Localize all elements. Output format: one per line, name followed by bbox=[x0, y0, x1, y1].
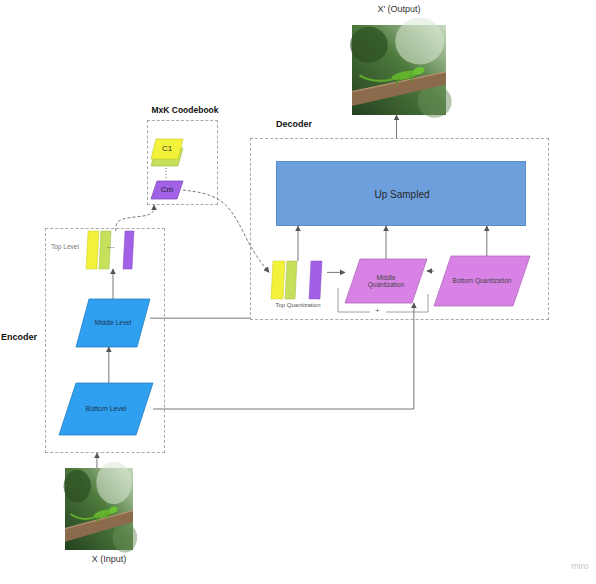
quantization-box: Bottom Quantization bbox=[434, 256, 530, 306]
input-photo bbox=[64, 461, 137, 552]
flow-arrow bbox=[183, 190, 269, 272]
node-label: Middle Level bbox=[90, 299, 136, 347]
codebook-group: C1CmMxK Coodebook bbox=[147, 120, 218, 205]
output-photo bbox=[350, 18, 452, 118]
node-label: Bottom Level bbox=[75, 383, 137, 435]
node-label: C1 bbox=[151, 139, 183, 159]
decoder-group: Up SampledTop Quantization Middle Quantiz… bbox=[250, 138, 549, 320]
flow-arrow bbox=[116, 205, 154, 231]
node-label: Cm bbox=[151, 181, 183, 199]
flow-arrow bbox=[150, 318, 250, 319]
quantization-box: Middle Quantization bbox=[345, 259, 427, 303]
watermark: miro bbox=[571, 561, 589, 571]
feature-level: Middle Level bbox=[76, 299, 150, 347]
node-label: Up Sampled bbox=[277, 162, 527, 227]
node-label: X (Input) bbox=[51, 554, 167, 564]
codeword-box: Cm bbox=[151, 181, 183, 199]
flow-arrow bbox=[386, 226, 387, 259]
flow-arrow bbox=[486, 226, 487, 256]
flow-arrow bbox=[298, 226, 299, 261]
flow-arrow bbox=[108, 347, 109, 383]
flow-arrow bbox=[327, 272, 345, 273]
node-label: Encoder bbox=[1, 332, 45, 342]
codebook-dots bbox=[166, 168, 167, 179]
input-image: X (Input) bbox=[65, 468, 133, 550]
node-label: Decoder bbox=[276, 119, 356, 129]
flow-arrow bbox=[396, 115, 397, 138]
flow-arrow bbox=[96, 453, 97, 468]
sum-sign: + bbox=[375, 306, 380, 315]
node-label: Top Quantization bbox=[259, 302, 337, 309]
shape-outline bbox=[269, 261, 327, 299]
node-label: X' (Output) bbox=[332, 4, 466, 14]
flow-arrow bbox=[153, 303, 414, 409]
feature-level: Bottom Level bbox=[59, 383, 153, 435]
output-image: X' (Output) bbox=[352, 25, 446, 115]
node-label: Top Level bbox=[51, 243, 85, 250]
node-label: Bottom Quantization bbox=[452, 256, 512, 306]
quantization-bars: Top Quantization bbox=[269, 261, 327, 299]
codeword-box: C1 bbox=[151, 139, 183, 167]
ellipsis: ... bbox=[107, 240, 115, 250]
encoder-group: Top LevelMiddle LevelBottom LevelEncoder bbox=[45, 228, 165, 453]
node-label: MxK Coodebook bbox=[140, 106, 230, 116]
flow-arrow bbox=[427, 271, 434, 272]
feature-bars: Top Level bbox=[51, 231, 141, 269]
node-label: Middle Quantization bbox=[359, 259, 413, 303]
upsample-block: Up Sampled bbox=[276, 161, 526, 226]
flow-arrow bbox=[113, 269, 114, 299]
